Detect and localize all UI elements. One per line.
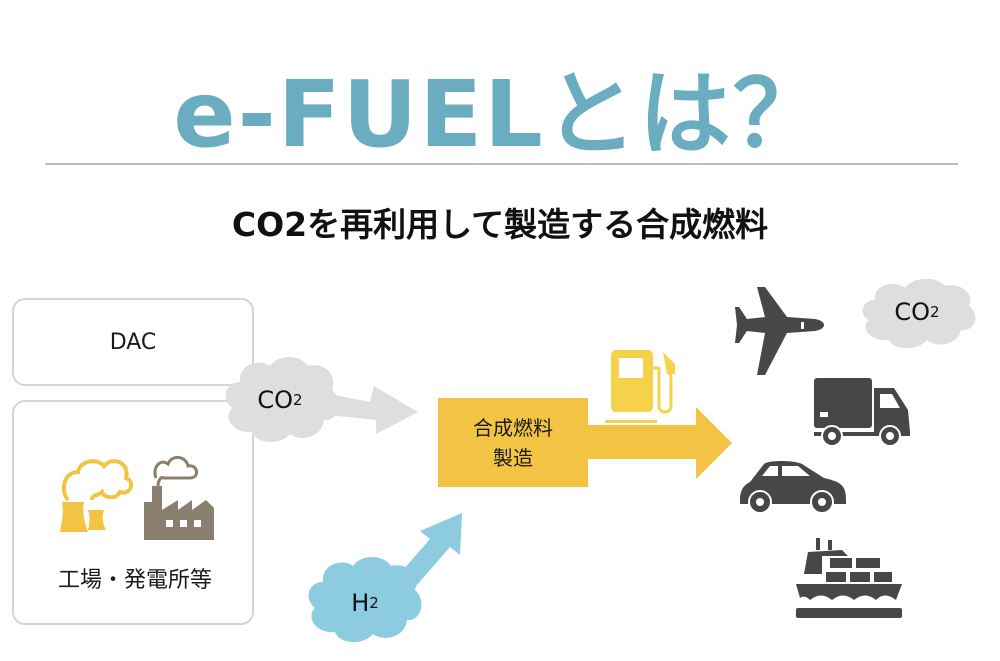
dac-box: DAC <box>12 298 254 386</box>
h2-text: H <box>351 589 370 617</box>
facility-box: 工場・発電所等 <box>12 400 254 625</box>
factory-icon <box>144 456 214 540</box>
emission-subscript: 2 <box>930 303 940 321</box>
subtitle: CO2を再利用して製造する合成燃料 <box>231 205 769 244</box>
airplane-icon <box>735 287 824 375</box>
page-title: e-FUELとは？ <box>173 61 827 168</box>
co2-text: CO <box>257 386 294 414</box>
power-plant-icon <box>60 459 134 532</box>
synthesis-box: 合成燃料 製造 <box>438 398 588 487</box>
fuel-output-arrow <box>586 407 732 479</box>
emission-cloud-icon <box>862 278 976 349</box>
synthesis-line2: 製造 <box>493 445 533 470</box>
ship-icon <box>796 538 902 618</box>
fuel-pump-icon <box>605 350 675 423</box>
h2-cloud-icon <box>308 557 422 643</box>
emission-text: CO <box>894 298 931 326</box>
truck-icon <box>814 378 910 447</box>
car-icon <box>740 461 846 514</box>
co2-subscript: 2 <box>293 391 303 409</box>
dac-label: DAC <box>109 329 157 355</box>
co2-cloud-icon <box>225 357 339 443</box>
synthesis-line1: 合成燃料 <box>473 415 553 440</box>
h2-subscript: 2 <box>369 594 379 612</box>
facility-label: 工場・発電所等 <box>57 568 212 593</box>
divider <box>45 163 958 165</box>
